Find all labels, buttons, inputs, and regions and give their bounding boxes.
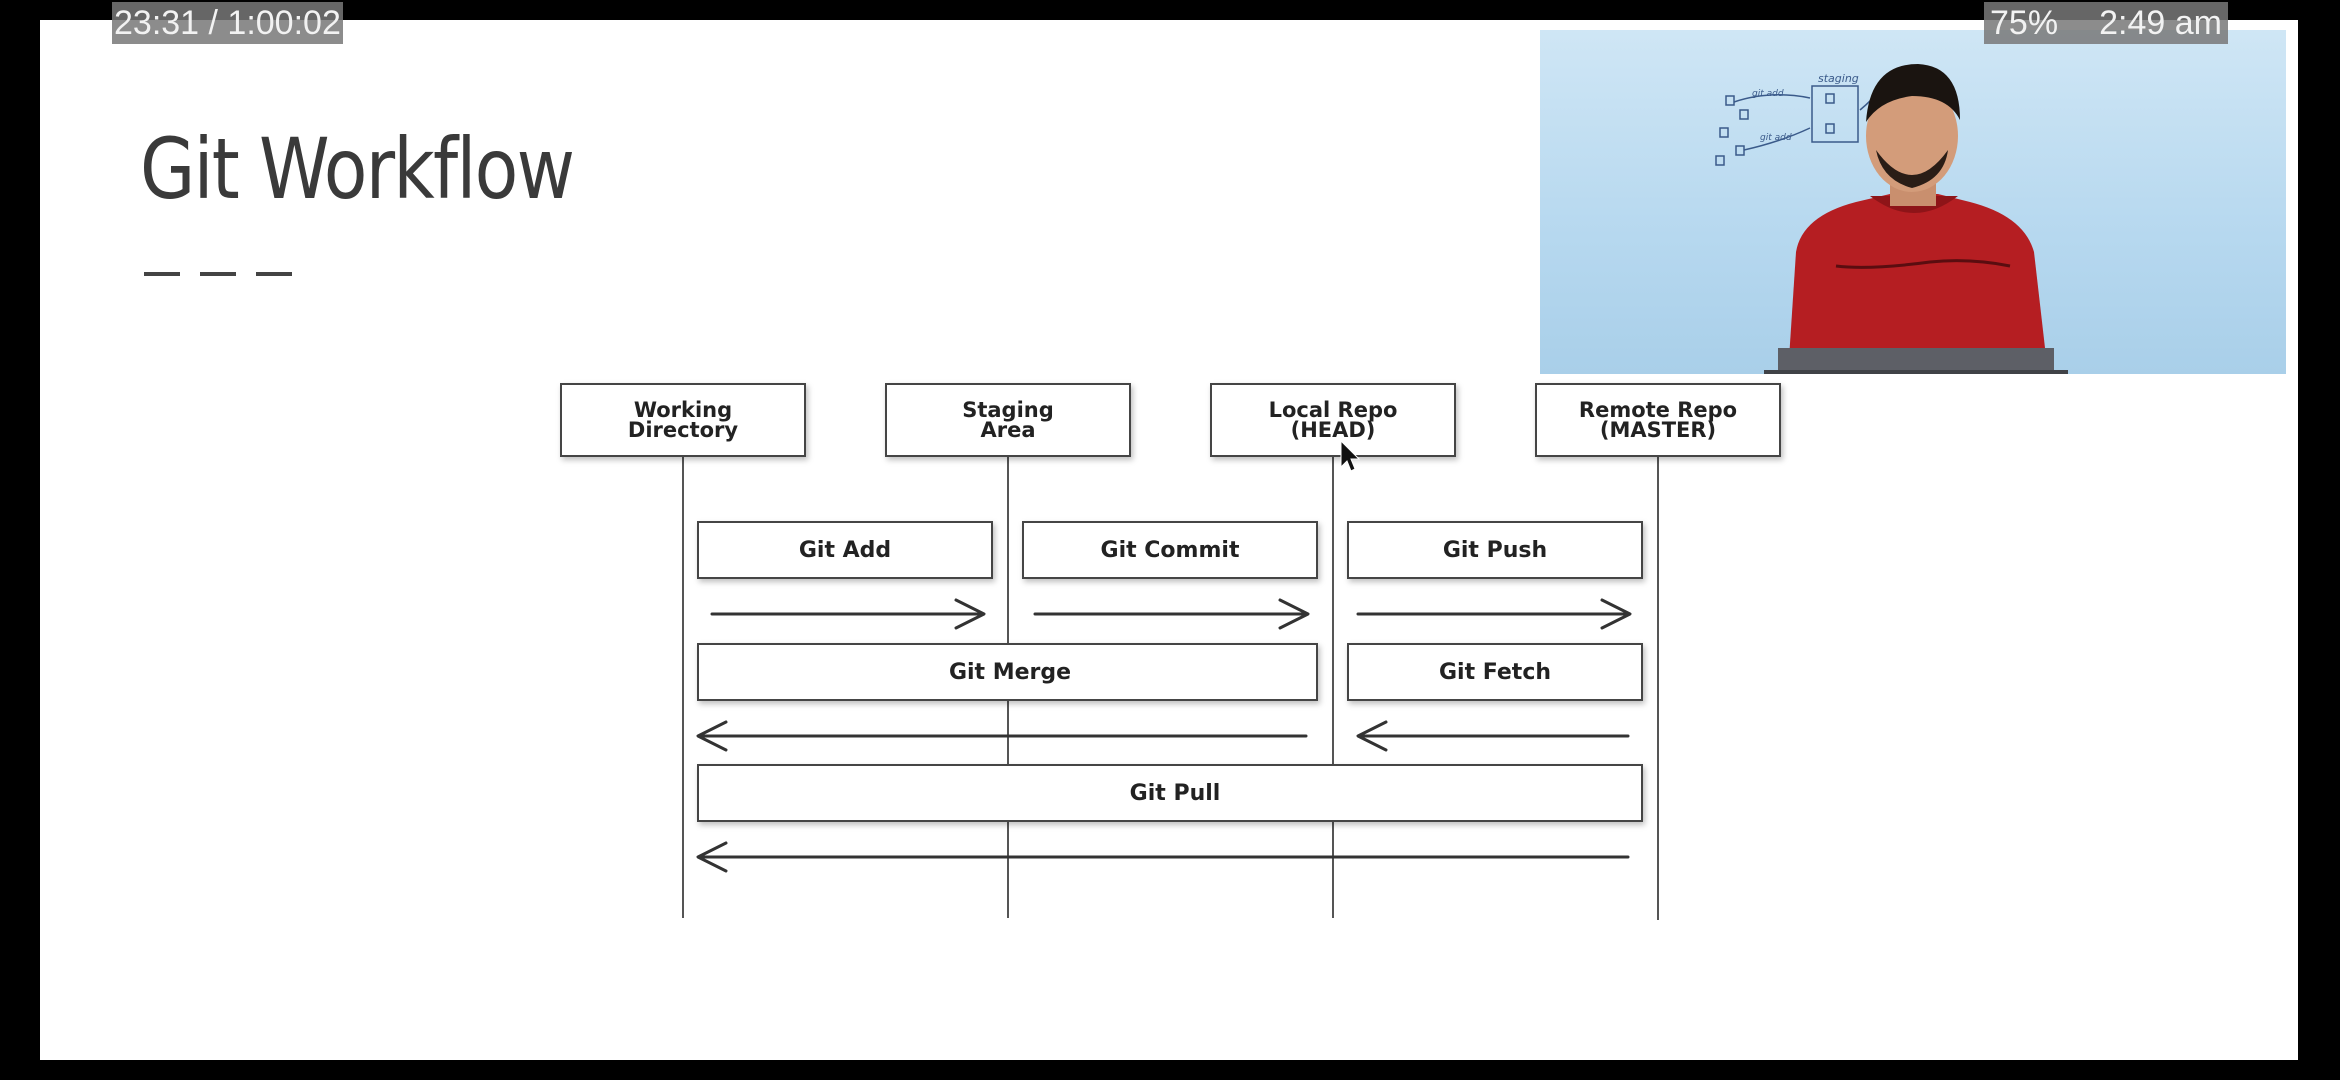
whiteboard-drawing <box>1715 85 1881 166</box>
svg-text:Area: Area <box>980 418 1035 442</box>
svg-text:Git Commit: Git Commit <box>1101 538 1240 563</box>
arrow-right-commit <box>1033 598 1310 630</box>
git-push-box: Git Push <box>1347 521 1643 579</box>
svg-text:Staging: Staging <box>962 398 1054 422</box>
presenter-person <box>1764 64 2068 374</box>
svg-text:Remote Repo: Remote Repo <box>1579 398 1737 422</box>
lane-header-staging-area: Staging Area <box>885 383 1131 457</box>
git-fetch-box: Git Fetch <box>1347 643 1643 701</box>
whiteboard-label-staging: staging <box>1818 72 1859 85</box>
svg-text:Git Merge: Git Merge <box>949 660 1071 685</box>
git-add-box: Git Add <box>697 521 993 579</box>
svg-text:Directory: Directory <box>628 418 738 442</box>
git-pull-box: Git Pull <box>697 764 1643 822</box>
lane-header-remote-repo: Remote Repo (MASTER) <box>1535 383 1781 457</box>
svg-text:Git Fetch: Git Fetch <box>1439 660 1551 685</box>
status-overlay: 75% 2:49 am <box>1984 2 2228 44</box>
arrow-left-pull <box>696 841 1630 873</box>
svg-text:(HEAD): (HEAD) <box>1291 418 1376 442</box>
lane-header-working-directory: Working Directory <box>560 383 806 457</box>
git-commit-box: Git Commit <box>1022 521 1318 579</box>
title-underline <box>144 272 292 276</box>
svg-text:Working: Working <box>634 398 732 422</box>
svg-text:Git Pull: Git Pull <box>1130 781 1221 806</box>
lane-header-local-repo: Local Repo (HEAD) <box>1210 383 1456 457</box>
whiteboard-label-git-add-1: git add <box>1752 89 1784 99</box>
slide-title: Git Workflow <box>140 120 575 218</box>
git-merge-box: Git Merge <box>697 643 1318 701</box>
mouse-cursor-icon <box>1340 439 1361 472</box>
arrow-left-merge <box>696 720 1308 752</box>
svg-text:Git Push: Git Push <box>1443 538 1547 563</box>
clock: 2:49 am <box>2099 4 2222 42</box>
video-time-overlay: 23:31 / 1:00:02 <box>112 2 343 44</box>
arrow-right-push <box>1356 598 1632 630</box>
svg-text:Local Repo: Local Repo <box>1269 398 1398 422</box>
arrow-right-add <box>710 598 986 630</box>
svg-text:Git Add: Git Add <box>799 538 891 563</box>
battery-level: 75% <box>1990 4 2059 42</box>
webcam-video: staging commit git add git add <box>1540 30 2286 374</box>
svg-text:(MASTER): (MASTER) <box>1600 418 1716 442</box>
arrow-left-fetch <box>1356 720 1630 752</box>
whiteboard-label-git-add-2: git add <box>1760 133 1792 143</box>
